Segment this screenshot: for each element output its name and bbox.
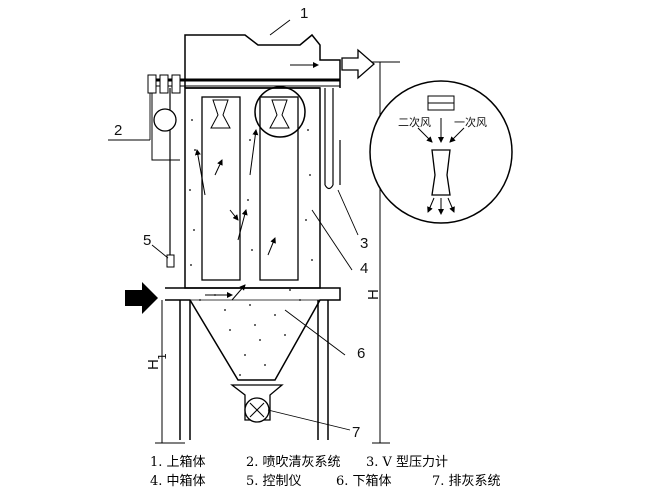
dust-particles: [189, 119, 313, 376]
legend-item-2: 2. 喷吹清灰系统: [246, 455, 341, 470]
pulse-valve-2: [159, 74, 169, 94]
legend: 1. 上箱体 2. 喷吹清灰系统 3. V 型压力计 4. 中箱体 5. 控制仪…: [150, 453, 570, 491]
label-primary-air: 一次风: [454, 115, 487, 129]
inlet-arrow: [125, 282, 158, 314]
legend-item-1: 1. 上箱体: [150, 455, 206, 470]
label-1: 1: [300, 5, 308, 22]
pulse-valve-3: [171, 74, 181, 94]
upper-box: [184, 33, 341, 88]
air-bag: [153, 108, 177, 132]
legend-row-2: 4. 中箱体 5. 控制仪 6. 下箱体 7. 排灰系统: [150, 472, 570, 491]
airflow-arrows: [194, 62, 319, 301]
label-H1: H: [145, 359, 162, 370]
legend-item-5: 5. 控制仪: [246, 474, 302, 489]
label-5: 5: [143, 232, 151, 249]
detail-venturi: [431, 149, 451, 196]
legend-item-6: 6. 下箱体: [336, 474, 392, 489]
label-H1-subscript: 1: [156, 353, 169, 360]
label-6: 6: [357, 345, 365, 362]
detail-circle: [254, 86, 306, 138]
label-H: H: [365, 289, 382, 300]
label-4: 4: [360, 260, 368, 277]
label-3: 3: [360, 235, 368, 252]
venturi-left: [210, 99, 231, 129]
label-secondary-air: 二次风: [398, 115, 431, 129]
controller-5: [166, 254, 175, 268]
outlet-arrow: [341, 48, 375, 80]
filter-bag-right: [259, 96, 299, 281]
legend-item-7: 7. 排灰系统: [432, 474, 501, 489]
v-manometer: [324, 88, 341, 190]
pulse-valve-1: [147, 74, 157, 94]
legend-row-1: 1. 上箱体 2. 喷吹清灰系统 3. V 型压力计: [150, 453, 570, 472]
lower-box-hopper: [165, 287, 341, 381]
label-2: 2: [114, 122, 122, 139]
venturi-right: [269, 99, 290, 129]
legend-item-4: 4. 中箱体: [150, 474, 206, 489]
legend-item-3: 3. V 型压力计: [366, 455, 449, 470]
label-7: 7: [352, 424, 360, 441]
